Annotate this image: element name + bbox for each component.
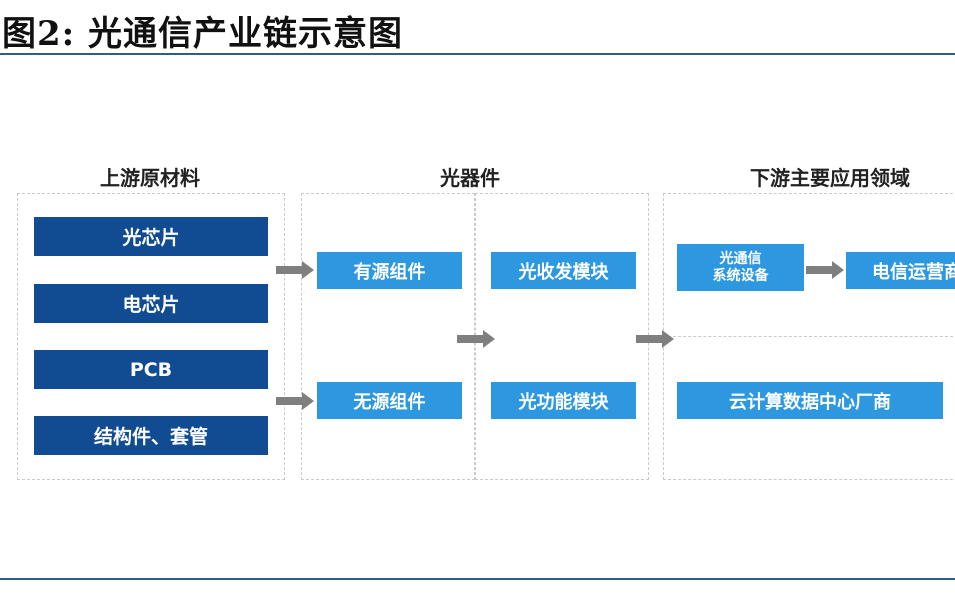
title-rule xyxy=(0,53,955,55)
components-panel xyxy=(301,193,475,480)
telecom-operator-box: 电信运营商 xyxy=(846,252,955,289)
modules-panel xyxy=(475,193,649,480)
downstream-divider xyxy=(663,336,955,337)
arrow-right-icon xyxy=(276,261,314,279)
optical-equipment-line2: 系统设备 xyxy=(712,267,769,284)
optical-equipment-line1: 光通信 xyxy=(719,250,762,267)
header-upstream: 上游原材料 xyxy=(100,166,200,190)
upstream-panel xyxy=(17,193,285,480)
upstream-item-optical-chip: 光芯片 xyxy=(34,217,268,256)
active-components-box: 有源组件 xyxy=(317,252,462,289)
upstream-item-pcb: PCB xyxy=(34,350,268,389)
arrow-right-icon xyxy=(806,261,844,279)
arrow-right-icon xyxy=(276,392,314,410)
functional-module-box: 光功能模块 xyxy=(491,382,636,419)
transceiver-module-box: 光收发模块 xyxy=(491,252,636,289)
cloud-datacenter-box: 云计算数据中心厂商 xyxy=(677,382,943,419)
arrow-right-icon xyxy=(636,330,674,348)
optical-equipment-box: 光通信 系统设备 xyxy=(677,244,804,291)
header-devices: 光器件 xyxy=(440,166,500,190)
upstream-item-structural-parts: 结构件、套管 xyxy=(34,416,268,455)
header-downstream: 下游主要应用领域 xyxy=(750,166,910,190)
arrow-right-icon xyxy=(457,330,495,348)
footer-rule xyxy=(0,578,955,580)
figure-title: 图2: 光通信产业链示意图 xyxy=(2,14,404,54)
passive-components-box: 无源组件 xyxy=(317,382,462,419)
upstream-item-electrical-chip: 电芯片 xyxy=(34,284,268,323)
